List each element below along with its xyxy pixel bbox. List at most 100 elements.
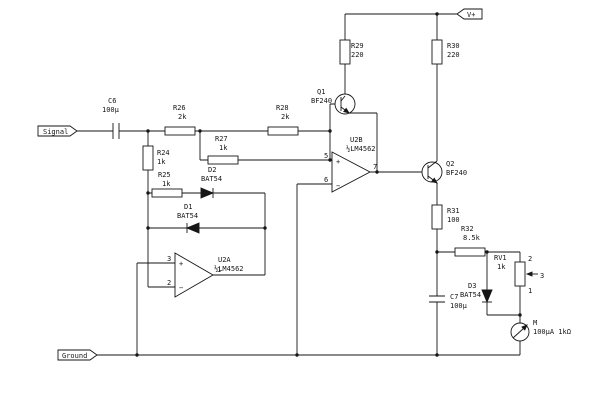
resistor-R28-body [267, 126, 299, 136]
opamp-U2A-pin-out: 1 [217, 266, 221, 274]
transistor-Q2-collector [427, 160, 438, 169]
resistor-R28-value: 2k [281, 113, 290, 121]
potentiometer-RV1-pin-wiper: 3 [540, 272, 544, 280]
diode-D1-triangle [185, 222, 200, 234]
resistor-R32-body [454, 247, 486, 257]
opamp-U2A-pin-inv: 2 [167, 279, 171, 287]
potentiometer-RV1-pin-top: 2 [528, 255, 532, 263]
resistor-R26: R26 2k [164, 104, 196, 136]
capacitor-C7-ref: C7 [450, 293, 458, 301]
junction-dot [435, 250, 439, 254]
resistor-R26-ref: R26 [173, 104, 186, 112]
capacitor-C6-value: 100µ [102, 106, 120, 114]
transistor-Q2-ref: Q2 [446, 160, 454, 168]
meter-M-needle [512, 327, 525, 339]
opamp-U2B-triangle [331, 151, 371, 193]
diode-D3-triangle [481, 289, 493, 304]
ground-port: Ground [57, 349, 98, 361]
potentiometer-RV1: RV1 1k 2 1 3 [494, 254, 544, 295]
transistor-Q2-emitter-arrow [431, 177, 438, 184]
transistor-Q1-emitter-arrow [343, 107, 350, 114]
junction-dot [328, 129, 332, 133]
junction-dot [375, 170, 379, 174]
diode-D2-triangle [200, 187, 215, 199]
capacitor-C7-plates [429, 295, 445, 303]
resistor-R25-value: 1k [162, 180, 171, 188]
potentiometer-RV1-wiper-arrow [525, 271, 533, 277]
resistor-R29: R29 220 [339, 39, 364, 65]
meter-M: M 100µA 1kΩ [510, 319, 571, 342]
resistor-R24: R24 1k [142, 145, 170, 171]
resistor-R27-value: 1k [219, 144, 228, 152]
transistor-Q1-ref: Q1 [317, 88, 325, 96]
resistor-R27-ref: R27 [215, 135, 228, 143]
signal-port-label: Signal [43, 128, 68, 136]
junction-dot [263, 226, 267, 230]
signal-flag-shape [37, 125, 78, 137]
potentiometer-RV1-value: 1k [497, 263, 506, 271]
transistor-Q2-value: BF240 [446, 169, 467, 177]
resistor-R32-value: 8.5k [463, 234, 481, 242]
diode-D1-value: BAT54 [177, 212, 198, 220]
capacitor-C7: C7 100µ [429, 293, 468, 310]
resistor-R26-value: 2k [178, 113, 187, 121]
junction-dot [435, 12, 439, 16]
resistor-R24-ref: R24 [157, 149, 170, 157]
resistor-R31-ref: R31 [447, 207, 460, 215]
opamp-U2A-minus-sign: − [179, 284, 183, 292]
resistor-R30-value: 220 [447, 51, 460, 59]
diode-D2-ref: D2 [208, 166, 216, 174]
opamp-U2A-value: ½LM4562 [214, 265, 244, 273]
opamp-U2B-ref: U2B [350, 136, 363, 144]
junction-dot [435, 353, 439, 357]
ground-port-label: Ground [62, 352, 87, 360]
junction-dot [146, 226, 150, 230]
resistor-R29-body [339, 39, 351, 65]
resistor-R30-body [431, 39, 443, 65]
resistor-R29-ref: R29 [351, 42, 364, 50]
resistor-R25-ref: R25 [158, 171, 171, 179]
opamp-U2B: + − 5 6 7 U2B ½LM4562 [324, 136, 377, 193]
diode-D3-ref: D3 [468, 282, 476, 290]
junction-dot [485, 250, 489, 254]
resistor-R31-body [431, 204, 443, 230]
meter-M-value: 100µA 1kΩ [533, 328, 571, 336]
opamp-U2B-pin-inv: 6 [324, 176, 328, 184]
vplus-port: V+ [456, 8, 483, 20]
vplus-port-label: V+ [467, 11, 475, 19]
diode-D3: D3 BAT54 [460, 282, 493, 304]
resistor-R29-value: 220 [351, 51, 364, 59]
resistor-R25-body [151, 188, 183, 198]
diode-D3-value: BAT54 [460, 291, 481, 299]
meter-M-needle-arrow [521, 324, 528, 331]
transistor-Q1-collector [340, 95, 346, 102]
resistor-R30: R30 220 [431, 39, 460, 65]
transistor-Q1: Q1 BF240 [311, 88, 356, 115]
resistor-R28: R28 2k [267, 104, 299, 136]
opamp-U2B-value: ½LM4562 [346, 145, 376, 153]
capacitor-C7-value: 100µ [450, 302, 468, 310]
resistor-R28-ref: R28 [276, 104, 289, 112]
junction-dot [295, 353, 299, 357]
resistor-R24-body [142, 145, 154, 171]
signal-port: Signal [37, 125, 78, 137]
resistor-R31-value: 100 [447, 216, 460, 224]
resistor-R26-body [164, 126, 196, 136]
opamp-U2B-pin-out: 7 [373, 163, 377, 171]
diode-D2: D2 BAT54 [200, 166, 222, 199]
opamp-U2B-pin-noninv: 5 [324, 152, 328, 160]
resistor-R27: R27 1k [207, 135, 239, 165]
opamp-U2B-minus-sign: − [336, 182, 340, 190]
wire-segments [77, 13, 521, 356]
opamp-U2B-plus-sign: + [336, 158, 340, 166]
opamp-U2A-pin-noninv: 3 [167, 255, 171, 263]
transistor-Q1-body [334, 93, 356, 115]
transistor-Q1-value: BF240 [311, 97, 332, 105]
resistor-R24-value: 1k [157, 158, 166, 166]
transistor-Q2: Q2 BF240 [421, 160, 467, 184]
resistor-R25: R25 1k [151, 171, 183, 198]
capacitor-C6-ref: C6 [108, 97, 116, 105]
diode-D2-value: BAT54 [201, 175, 222, 183]
resistor-R31: R31 100 [431, 204, 460, 230]
diode-D1: D1 BAT54 [177, 203, 200, 234]
